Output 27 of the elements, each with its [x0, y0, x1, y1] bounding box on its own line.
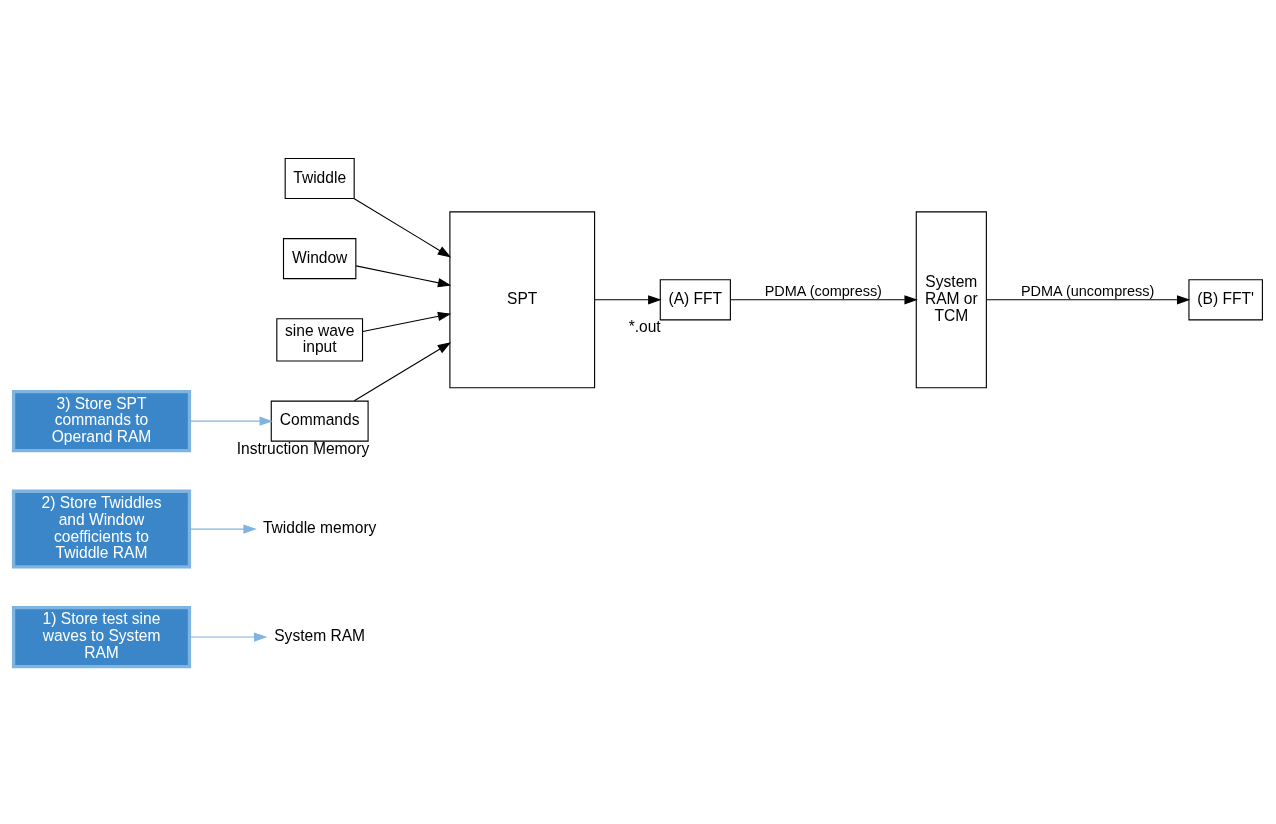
edge-label: PDMA (compress)	[764, 282, 882, 299]
node-box: 3) Store SPT commands to Operand RAM	[11, 389, 192, 452]
arrow	[188, 415, 273, 426]
node-box: Commands	[270, 400, 369, 442]
node-text: System RAM	[274, 626, 366, 644]
node-label: Instruction Memory	[236, 439, 370, 457]
arrow	[188, 523, 257, 534]
arrow	[353, 341, 452, 401]
arrow	[730, 294, 918, 304]
arrow	[986, 294, 1191, 304]
node-box: 1) Store test sine waves to System RAM	[11, 605, 192, 668]
edge-label: PDMA (uncompress)	[1021, 282, 1155, 299]
arrow	[355, 264, 452, 287]
node-box: (A) FFT	[659, 278, 731, 320]
node-box: Twiddle	[284, 157, 355, 199]
node-box: sine wave input	[276, 317, 364, 362]
node-box: (B) FFT'	[1188, 278, 1263, 320]
node-box: SPT	[449, 210, 596, 388]
arrow	[362, 311, 452, 332]
node-text: Twiddle memory	[262, 518, 377, 536]
arrow	[594, 294, 662, 304]
arrow	[188, 631, 268, 642]
node-label: *.out	[628, 317, 661, 335]
arrow	[353, 197, 452, 257]
node-box: Window	[282, 237, 357, 279]
node-box: System RAM or TCM	[915, 210, 987, 388]
node-box: 2) Store Twiddles and Window coefficients to Twiddle RAM	[11, 489, 192, 569]
